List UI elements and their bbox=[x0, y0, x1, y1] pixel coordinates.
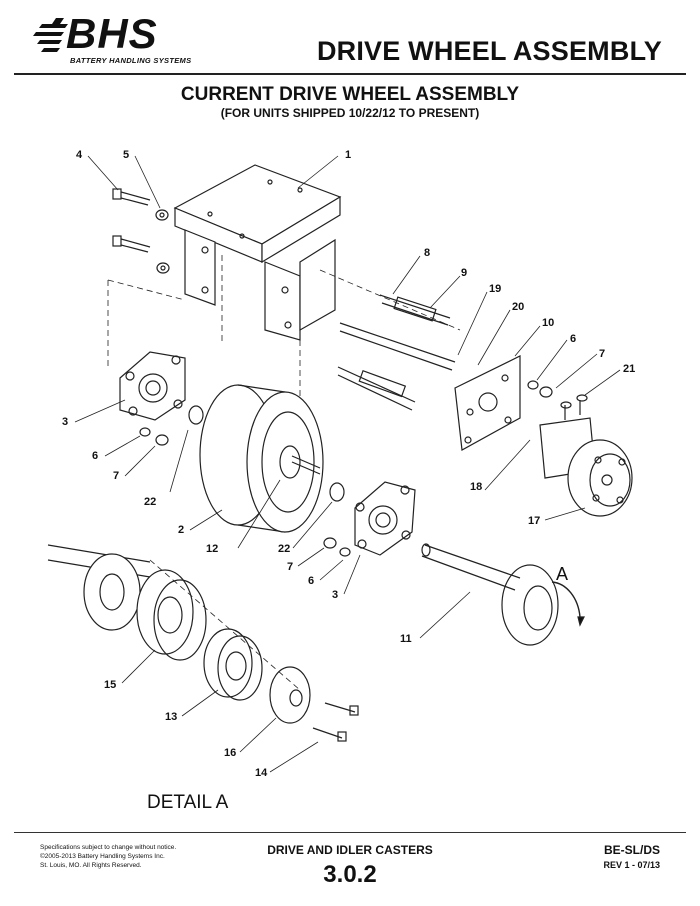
callout-1: 1 bbox=[345, 149, 351, 161]
callout-13: 13 bbox=[165, 711, 177, 723]
detail-a-sprocket-small bbox=[83, 553, 141, 631]
callout-10: 10 bbox=[542, 317, 554, 329]
footer-rule bbox=[14, 832, 686, 833]
callout-15: 15 bbox=[104, 679, 116, 691]
motor-mount-plate bbox=[454, 355, 521, 451]
brand-subtitle: BATTERY HANDLING SYSTEMS bbox=[70, 56, 192, 65]
callout-6-right: 6 bbox=[570, 333, 576, 345]
callout-17: 17 bbox=[528, 515, 540, 527]
retaining-ring-right bbox=[329, 482, 345, 502]
callout-2: 2 bbox=[178, 524, 184, 536]
callout-labels: 4 5 1 8 9 19 20 10 6 7 21 3 6 7 22 18 2 … bbox=[62, 149, 635, 779]
callout-22-right: 22 bbox=[278, 543, 290, 555]
exploded-parts-diagram: 4 5 1 8 9 19 20 10 6 7 21 3 6 7 22 18 2 … bbox=[47, 149, 635, 779]
view-letter-a: A bbox=[556, 564, 568, 584]
mounting-bracket bbox=[173, 164, 342, 341]
callout-18: 18 bbox=[470, 481, 482, 493]
nuts-and-washers bbox=[139, 380, 553, 557]
bhs-logo bbox=[33, 18, 68, 52]
header-rule bbox=[14, 73, 686, 75]
alignment-lines bbox=[107, 255, 461, 691]
legal-line-1: Specifications subject to change without… bbox=[40, 844, 177, 851]
logo-speed-lines bbox=[33, 18, 68, 52]
drive-wheel bbox=[199, 384, 324, 533]
callout-16: 16 bbox=[224, 747, 236, 759]
section-number: 3.0.2 bbox=[323, 861, 377, 888]
callout-12: 12 bbox=[206, 543, 218, 555]
callout-3-right: 3 bbox=[332, 589, 338, 601]
brand-name: BHS bbox=[66, 10, 158, 57]
callout-5: 5 bbox=[123, 149, 129, 161]
drive-shaft bbox=[421, 543, 585, 646]
callout-6-left: 6 bbox=[92, 450, 98, 462]
page-heading: CURRENT DRIVE WHEEL ASSEMBLY bbox=[180, 84, 520, 105]
flange-bearing-right bbox=[354, 481, 416, 556]
callout-14: 14 bbox=[255, 767, 268, 779]
detail-a-bolts bbox=[312, 702, 359, 742]
callout-21: 21 bbox=[623, 363, 635, 375]
callout-7-center: 7 bbox=[287, 561, 293, 573]
callout-8: 8 bbox=[424, 247, 430, 259]
callout-7-right: 7 bbox=[599, 348, 605, 360]
callout-4: 4 bbox=[76, 149, 83, 161]
revision-label: REV 1 - 07/13 bbox=[603, 860, 660, 870]
detail-a-coupling-chain bbox=[136, 569, 207, 661]
retaining-ring-left bbox=[188, 405, 204, 425]
callout-6-center: 6 bbox=[308, 575, 314, 587]
callout-11: 11 bbox=[400, 633, 412, 645]
detail-a-label: DETAIL A bbox=[147, 792, 229, 813]
callout-19: 19 bbox=[489, 283, 501, 295]
legal-line-2: ©2005-2013 Battery Handling Systems Inc. bbox=[40, 853, 165, 860]
support-shafts bbox=[337, 294, 456, 411]
document-title: DRIVE WHEEL ASSEMBLY bbox=[316, 36, 662, 66]
legal-line-3: St. Louis, MO. All Rights Reserved. bbox=[40, 862, 142, 869]
page-subheading: (FOR UNITS SHIPPED 10/22/12 TO PRESENT) bbox=[220, 106, 480, 120]
callout-9: 9 bbox=[461, 267, 467, 279]
callout-3-left: 3 bbox=[62, 416, 68, 428]
bolts-and-washers bbox=[112, 188, 170, 274]
callout-22-left: 22 bbox=[144, 496, 156, 508]
detail-a-hub bbox=[269, 666, 311, 724]
leader-lines bbox=[74, 155, 621, 773]
footer-caption: DRIVE AND IDLER CASTERS bbox=[267, 843, 433, 857]
document-code: BE-SL/DS bbox=[603, 843, 660, 857]
flange-bearing-left bbox=[119, 351, 186, 421]
callout-7-left: 7 bbox=[113, 470, 119, 482]
hydraulic-drive-motor bbox=[539, 394, 633, 517]
detail-a-sprocket-large bbox=[203, 628, 263, 701]
callout-20: 20 bbox=[512, 301, 524, 313]
